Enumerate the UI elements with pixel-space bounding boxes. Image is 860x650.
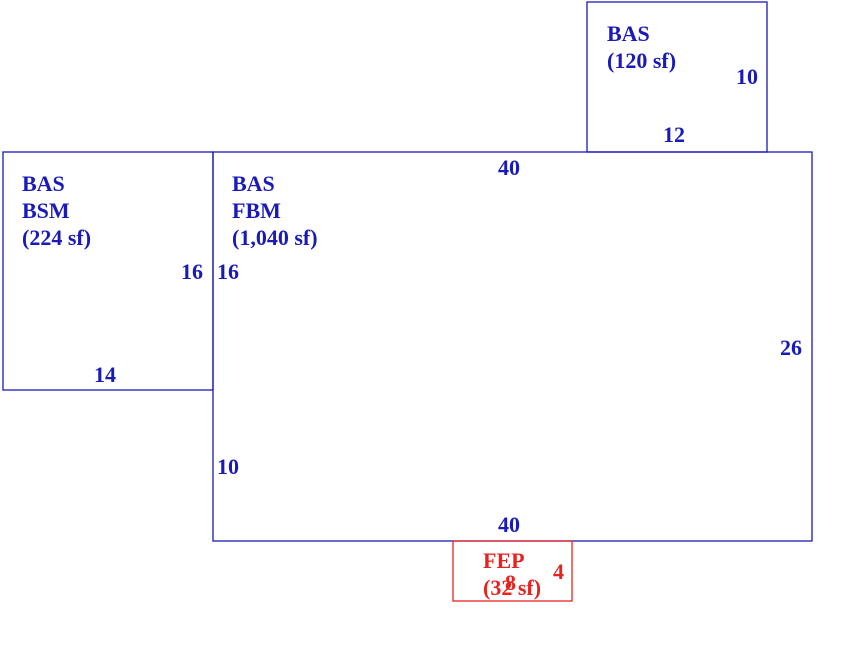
left-wing-area: (224 sf) xyxy=(22,225,91,250)
left-wing-dim-right: 16 xyxy=(181,259,203,284)
main-area-area: (1,040 sf) xyxy=(232,225,318,250)
main-area-dim-left-lower: 10 xyxy=(217,454,239,479)
top-addition-code: BAS xyxy=(607,21,650,46)
top-addition-dim-right: 10 xyxy=(736,64,758,89)
main-area-dim-right: 26 xyxy=(780,335,802,360)
main-area-dim-bottom: 40 xyxy=(498,512,520,537)
porch-code: FEP xyxy=(483,548,525,573)
porch-area: (32 sf) xyxy=(483,575,541,600)
porch-dim-center: 8 xyxy=(505,570,516,595)
left-wing-code-2: BSM xyxy=(22,198,70,223)
left-wing-dim-bottom: 14 xyxy=(94,362,116,387)
left-wing-code-1: BAS xyxy=(22,171,65,196)
main-area-code-2: FBM xyxy=(232,198,281,223)
main-area-code-1: BAS xyxy=(232,171,275,196)
porch-outline xyxy=(452,540,573,602)
porch-dim-right: 4 xyxy=(553,559,564,584)
main-area-dim-top: 40 xyxy=(498,155,520,180)
main-area-dim-left-upper: 16 xyxy=(217,259,239,284)
top-addition-dim-bottom: 12 xyxy=(663,122,685,147)
main-area-outline xyxy=(212,151,813,542)
top-addition-area: (120 sf) xyxy=(607,48,676,73)
